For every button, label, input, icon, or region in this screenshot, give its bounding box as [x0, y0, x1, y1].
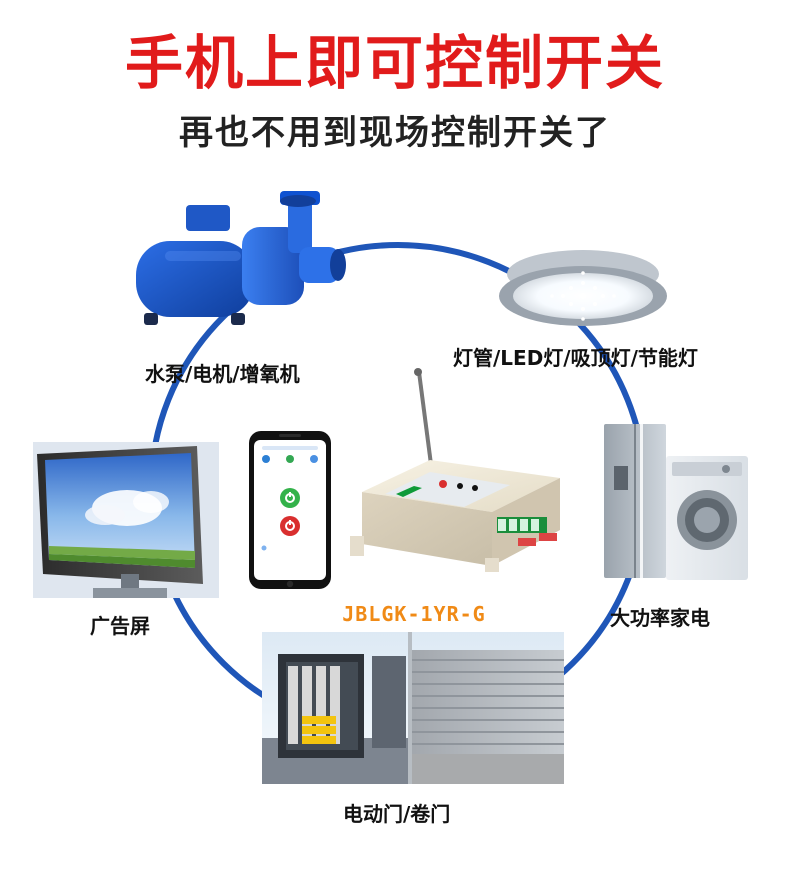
gates-image — [262, 632, 564, 784]
controller-image — [340, 368, 564, 574]
appliances-image — [600, 422, 751, 582]
billboard-label: 广告屏 — [90, 614, 150, 638]
water-pump-icon — [136, 191, 346, 325]
subline: 再也不用到现场控制开关了 — [179, 113, 611, 153]
ceiling-light-label: 灯管/LED灯/吸顶灯/节能灯 — [453, 346, 698, 370]
billboard-image — [33, 442, 219, 598]
gates-label: 电动门/卷门 — [343, 802, 451, 826]
phone-app-icon — [249, 431, 331, 589]
headline: 手机上即可控制开关 — [124, 29, 665, 97]
ceiling-light-icon — [499, 250, 667, 326]
ceiling-light-image — [488, 238, 678, 338]
appliances-label: 大功率家电 — [610, 606, 710, 630]
model-label: JBLGK-1YR-G — [342, 602, 486, 626]
phone-image — [248, 430, 332, 590]
pump-image — [128, 185, 358, 340]
billboard-icon — [33, 442, 219, 598]
appliance-icon — [604, 424, 748, 580]
gate-icon — [262, 632, 564, 784]
controller-box-icon — [350, 368, 560, 572]
pump-label: 水泵/电机/增氧机 — [145, 362, 300, 386]
